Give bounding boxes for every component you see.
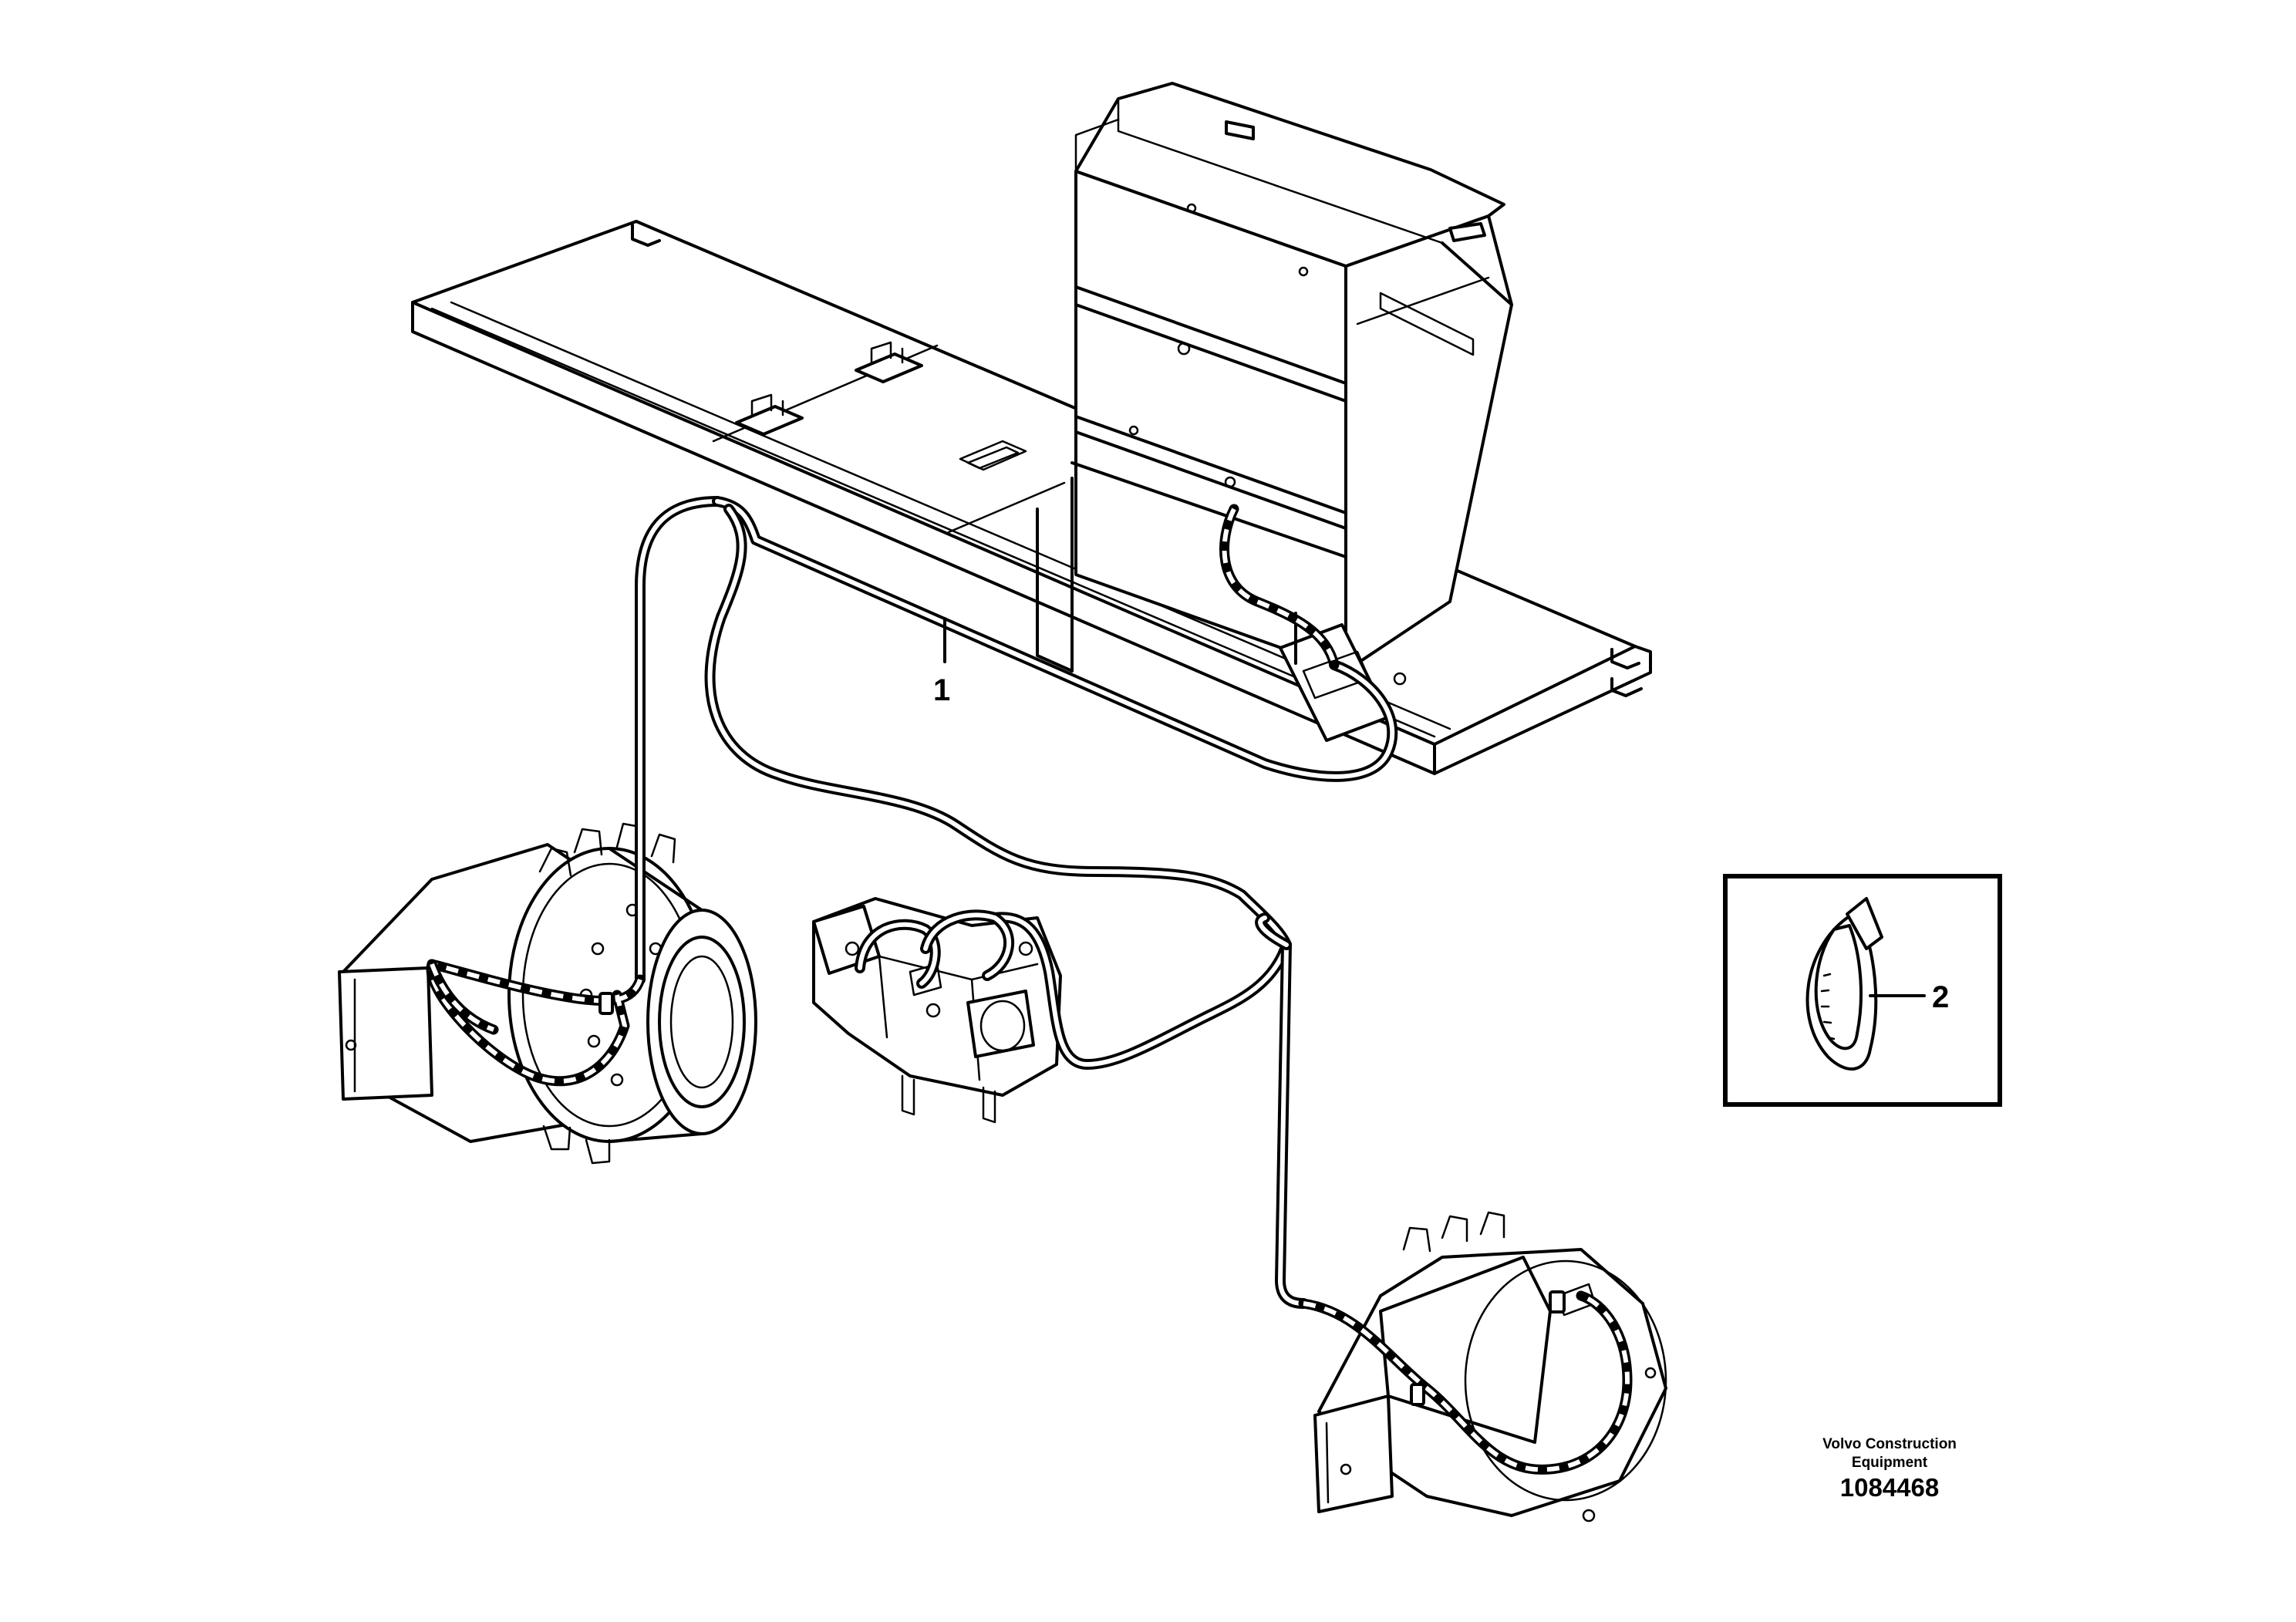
final-drive-right: [1313, 1211, 1667, 1523]
connector: [598, 992, 1566, 1406]
hydraulic-pump: [812, 897, 1062, 1124]
control-box-assembly: [1036, 82, 1513, 742]
hinge: [735, 393, 804, 436]
wiring-harness: [635, 496, 1398, 1309]
drawing-number: 1084468: [1839, 1473, 1940, 1502]
callout-1-label: 1: [933, 673, 950, 707]
final-drive-left: [338, 822, 757, 1165]
wiring-harness-hidden: [426, 504, 1633, 1475]
brand-line-2: Equipment: [1851, 1455, 1928, 1471]
callout-harness: 1: [933, 617, 950, 707]
cable-tie-inset: 2: [1723, 874, 2002, 1107]
cable-tie-icon: [1805, 897, 1883, 1071]
callout-2-label: 2: [1932, 980, 1949, 1014]
brand-line-1: Volvo Construction: [1822, 1436, 1957, 1452]
hinge: [855, 341, 923, 383]
